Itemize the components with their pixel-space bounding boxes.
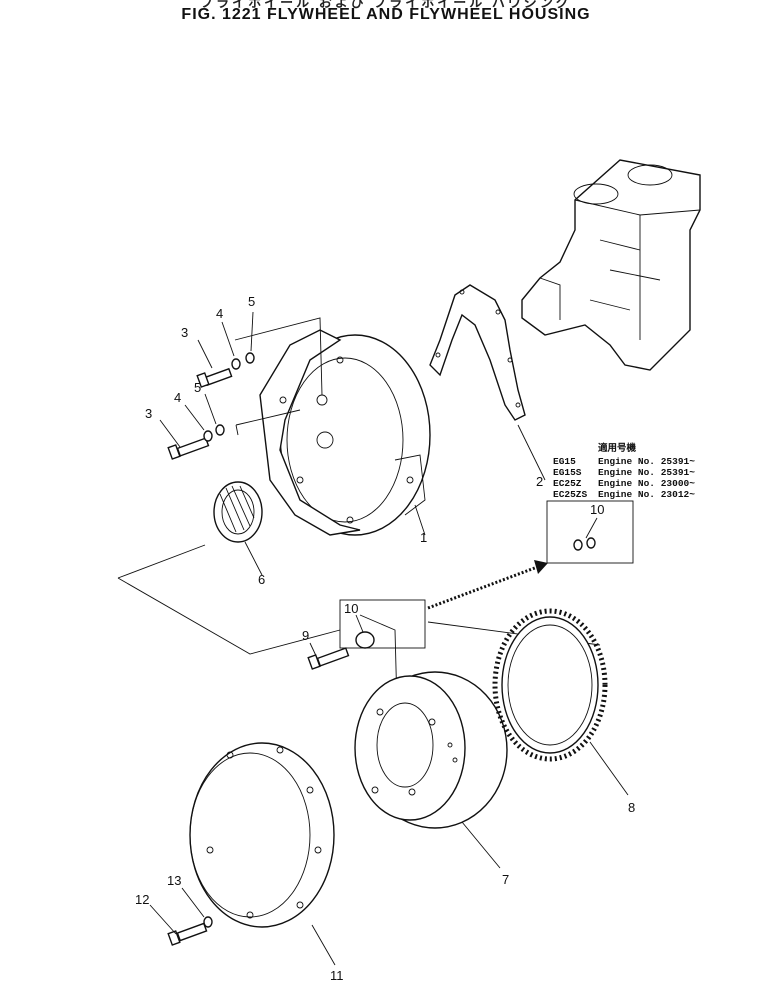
callout-line-mid xyxy=(235,409,301,436)
callout-6: 6 xyxy=(258,572,265,587)
callout-9: 9 xyxy=(302,628,309,643)
callout-4b: 4 xyxy=(174,390,181,405)
leader-10a xyxy=(355,614,364,633)
guide-seal-left xyxy=(117,544,206,579)
japanese-title: フライホイール および フライホイール ハウジング xyxy=(200,0,572,10)
app-engine-2: Engine No. 25391~ xyxy=(598,467,695,478)
callout-10a: 10 xyxy=(344,601,358,616)
leader-4a xyxy=(221,321,235,357)
guide-lower-left xyxy=(117,577,341,655)
app-model-4: EC25ZS xyxy=(553,489,588,500)
applicability-table: 適用号機 EG15 Engine No. 25391~ EG15S Engine… xyxy=(553,442,695,500)
dowel-arrow xyxy=(427,564,541,610)
leader-7 xyxy=(461,821,501,869)
gasket xyxy=(429,284,526,421)
applicability-header: 適用号機 xyxy=(598,442,637,454)
callout-7: 7 xyxy=(502,872,509,887)
leader-2 xyxy=(517,424,546,481)
leader-5b xyxy=(204,393,217,425)
app-model-2: EG15S xyxy=(553,467,582,478)
leader-11 xyxy=(311,924,336,966)
pin-right-a xyxy=(573,539,583,551)
app-engine-1: Engine No. 25391~ xyxy=(598,456,695,467)
callout-11: 11 xyxy=(330,968,344,983)
callout-4a: 4 xyxy=(216,306,223,321)
callout-13: 13 xyxy=(167,873,181,888)
lock-washer-upper xyxy=(231,358,241,370)
leader-13 xyxy=(181,887,205,918)
flywheel-housing xyxy=(259,329,431,536)
leader-6 xyxy=(244,541,263,576)
leader-10b xyxy=(585,517,598,539)
oil-seal xyxy=(213,481,263,543)
callout-1: 1 xyxy=(420,530,427,545)
callout-12: 12 xyxy=(135,892,149,907)
washer-lower xyxy=(215,424,225,436)
callout-8: 8 xyxy=(628,800,635,815)
leader-4b xyxy=(184,404,205,431)
app-model-3: EC25Z xyxy=(553,478,582,489)
bolt-lower xyxy=(167,437,210,460)
callout-line-top xyxy=(234,317,323,396)
leader-8 xyxy=(589,741,629,796)
housing-cover xyxy=(189,742,335,928)
ring-gear xyxy=(492,608,608,762)
washer-13 xyxy=(203,916,213,928)
callout-10b: 10 xyxy=(590,502,604,517)
detail-box-right xyxy=(546,500,634,564)
app-model-1: EG15 xyxy=(553,456,576,467)
lock-washer-lower xyxy=(203,430,213,442)
detail-box-center xyxy=(339,599,426,649)
leader-1 xyxy=(414,504,426,536)
leader-3b xyxy=(159,419,181,448)
figure-title: FIG. 1221 FLYWHEEL AND FLYWHEEL HOUSING xyxy=(181,6,591,23)
app-engine-3: Engine No. 23000~ xyxy=(598,478,695,489)
leader-9 xyxy=(309,642,319,661)
callout-3a: 3 xyxy=(181,325,188,340)
callout-2: 2 xyxy=(536,474,543,489)
leader-5a xyxy=(250,311,254,352)
leader-3a xyxy=(197,339,213,369)
callout-5a: 5 xyxy=(248,294,255,309)
bolt-upper xyxy=(196,367,233,388)
pin-right-b xyxy=(586,537,596,549)
leader-12 xyxy=(149,904,177,935)
engine-block xyxy=(521,159,701,371)
arrow-head xyxy=(534,560,548,574)
washer-upper xyxy=(245,352,255,364)
flywheel xyxy=(354,671,508,829)
app-engine-4: Engine No. 23012~ xyxy=(598,489,695,500)
callout-3b: 3 xyxy=(145,406,152,421)
bolt-12 xyxy=(167,922,208,946)
callout-5b: 5 xyxy=(194,380,201,395)
pin-center xyxy=(355,631,375,649)
